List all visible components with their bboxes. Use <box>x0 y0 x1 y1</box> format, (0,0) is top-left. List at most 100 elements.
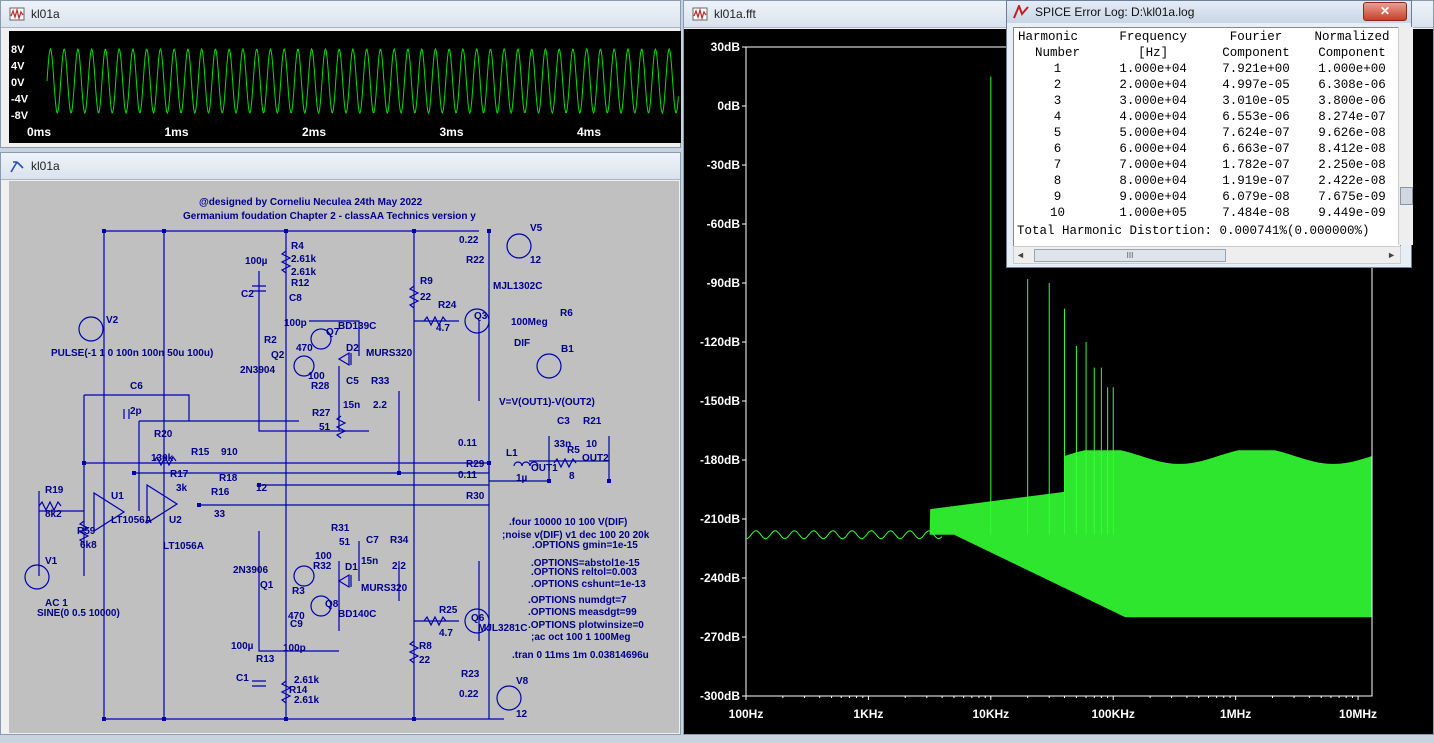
svg-text:BD140C: BD140C <box>338 609 376 620</box>
svg-text:V8: V8 <box>516 676 529 687</box>
svg-text:R15: R15 <box>191 447 210 458</box>
svg-text:6k8: 6k8 <box>80 540 97 551</box>
svg-text:R34: R34 <box>390 535 409 546</box>
svg-text:2.2: 2.2 <box>392 561 406 572</box>
error-log-titlebar[interactable]: SPICE Error Log: D:\kl01a.log ✕ <box>1007 1 1411 23</box>
spice-icon <box>1013 5 1029 19</box>
schematic-header-2: Germanium foudation Chapter 2 - classAA … <box>183 211 476 222</box>
table-cell: 2.422e-08 <box>1318 174 1386 188</box>
waveform-title: kl01a <box>31 7 60 21</box>
svg-text:51: 51 <box>339 537 351 548</box>
hscroll-right-arrow[interactable]: ► <box>1387 250 1396 260</box>
spice-directives: .four 10000 10 100 V(DIF) ;noise v(DIF) … <box>502 517 650 661</box>
y-tick-label: -4V <box>11 94 29 106</box>
table-cell: 1.782e-07 <box>1222 158 1290 172</box>
close-button[interactable]: ✕ <box>1363 2 1407 21</box>
svg-text:LT1056A: LT1056A <box>163 541 204 552</box>
table-cell: 6.663e-07 <box>1222 142 1290 156</box>
svg-text:1µ: 1µ <box>516 473 528 484</box>
svg-text:L1: L1 <box>506 448 518 459</box>
svg-text:R12: R12 <box>291 278 310 289</box>
y-tick-label: -240dB <box>700 571 740 585</box>
svg-text:.OPTIONS reltol=0.003: .OPTIONS reltol=0.003 <box>531 567 637 578</box>
scrollbar-thumb[interactable] <box>1400 187 1413 205</box>
svg-text:V2: V2 <box>106 315 119 326</box>
y-tick-label: -210dB <box>700 512 740 526</box>
horizontal-scrollbar[interactable]: ◄ III ► <box>1013 246 1401 264</box>
x-tick-label: 100Hz <box>729 707 764 721</box>
waveform-titlebar[interactable]: kl01a <box>1 1 680 28</box>
hscroll-left-arrow[interactable]: ◄ <box>1016 250 1025 260</box>
svg-text:470: 470 <box>288 611 305 622</box>
svg-text:8k2: 8k2 <box>45 509 62 520</box>
column-header: Harmonic <box>1018 30 1079 44</box>
svg-text:0.11: 0.11 <box>458 470 477 481</box>
y-tick-label: 0V <box>11 77 25 89</box>
svg-text:R3: R3 <box>292 586 305 597</box>
svg-text:C9: C9 <box>290 619 303 630</box>
y-tick-label: 0dB <box>717 99 740 113</box>
waveform-icon <box>692 7 708 21</box>
svg-text:U1: U1 <box>111 491 124 502</box>
svg-text:.OPTIONS cshunt=1e-13: .OPTIONS cshunt=1e-13 <box>531 579 646 590</box>
table-cell: 6.308e-06 <box>1318 78 1386 92</box>
svg-text:MJL1302C: MJL1302C <box>493 281 542 292</box>
svg-text:0.11: 0.11 <box>458 438 477 449</box>
table-cell: 7.921e+00 <box>1222 62 1290 76</box>
x-tick-label: 4ms <box>577 125 601 139</box>
x-tick-label: 2ms <box>302 125 326 139</box>
svg-text:Q6: Q6 <box>471 613 485 624</box>
y-tick-label: 8V <box>11 44 25 56</box>
y-tick-label: -8V <box>11 110 29 122</box>
error-log-window[interactable]: SPICE Error Log: D:\kl01a.log ✕ Harmonic… <box>1006 0 1413 268</box>
svg-text:PULSE(-1 1 0 100n 100n 50u 100: PULSE(-1 1 0 100n 100n 50u 100u) <box>51 348 213 359</box>
svg-text:R13: R13 <box>256 654 275 665</box>
svg-text:22: 22 <box>419 655 431 666</box>
svg-text:.four 10000 10 100 V(DIF): .four 10000 10 100 V(DIF) <box>509 517 627 528</box>
schematic-nodes <box>82 229 611 721</box>
svg-text:C7: C7 <box>366 535 379 546</box>
svg-text:D1: D1 <box>345 562 358 573</box>
svg-text:100p: 100p <box>284 318 307 329</box>
table-cell: 10 <box>1050 206 1066 220</box>
vertical-scrollbar[interactable] <box>1398 27 1413 245</box>
schematic-wires <box>38 230 610 720</box>
svg-text:R29: R29 <box>466 459 485 470</box>
hscroll-thumb[interactable]: III <box>1034 249 1226 262</box>
table-cell: 1.000e+04 <box>1119 62 1187 76</box>
svg-text:3k: 3k <box>176 483 188 494</box>
column-subheader: Number <box>1035 46 1081 60</box>
svg-text:V5: V5 <box>530 223 543 234</box>
fft-noise-band <box>746 450 1372 618</box>
table-cell: 7.484e-08 <box>1222 206 1290 220</box>
table-cell: 9.626e-08 <box>1318 126 1386 140</box>
table-cell: 6.000e+04 <box>1119 142 1187 156</box>
schematic-titlebar[interactable]: kl01a <box>1 153 680 180</box>
schematic-window[interactable]: kl01a <box>0 152 681 735</box>
svg-text:;ac oct 100 1 100Meg: ;ac oct 100 1 100Meg <box>531 632 631 643</box>
svg-text:R22: R22 <box>466 255 485 266</box>
x-tick-label: 0ms <box>27 125 51 139</box>
svg-text:;noise v(DIF) v1 dec 100 20 20: ;noise v(DIF) v1 dec 100 20 20k <box>502 530 650 541</box>
svg-text:100µ: 100µ <box>231 641 254 652</box>
table-cell: 7 <box>1053 158 1062 172</box>
svg-text:.OPTIONS numdgt=7: .OPTIONS numdgt=7 <box>528 595 627 606</box>
schematic-canvas[interactable]: @designed by Corneliu Neculea 24th May 2… <box>9 181 679 733</box>
svg-text:R5: R5 <box>567 445 580 456</box>
schematic-symbols <box>24 233 577 711</box>
svg-text:.OPTIONS=abstol1e-15: .OPTIONS=abstol1e-15 <box>531 558 640 569</box>
y-tick-label: -60dB <box>707 217 741 231</box>
svg-text:SINE(0 0.5 10000): SINE(0 0.5 10000) <box>37 608 120 619</box>
y-tick-label: -90dB <box>707 276 741 290</box>
svg-text:R25: R25 <box>439 605 458 616</box>
column-header: Normalized <box>1314 30 1390 44</box>
table-cell: 5 <box>1053 126 1062 140</box>
